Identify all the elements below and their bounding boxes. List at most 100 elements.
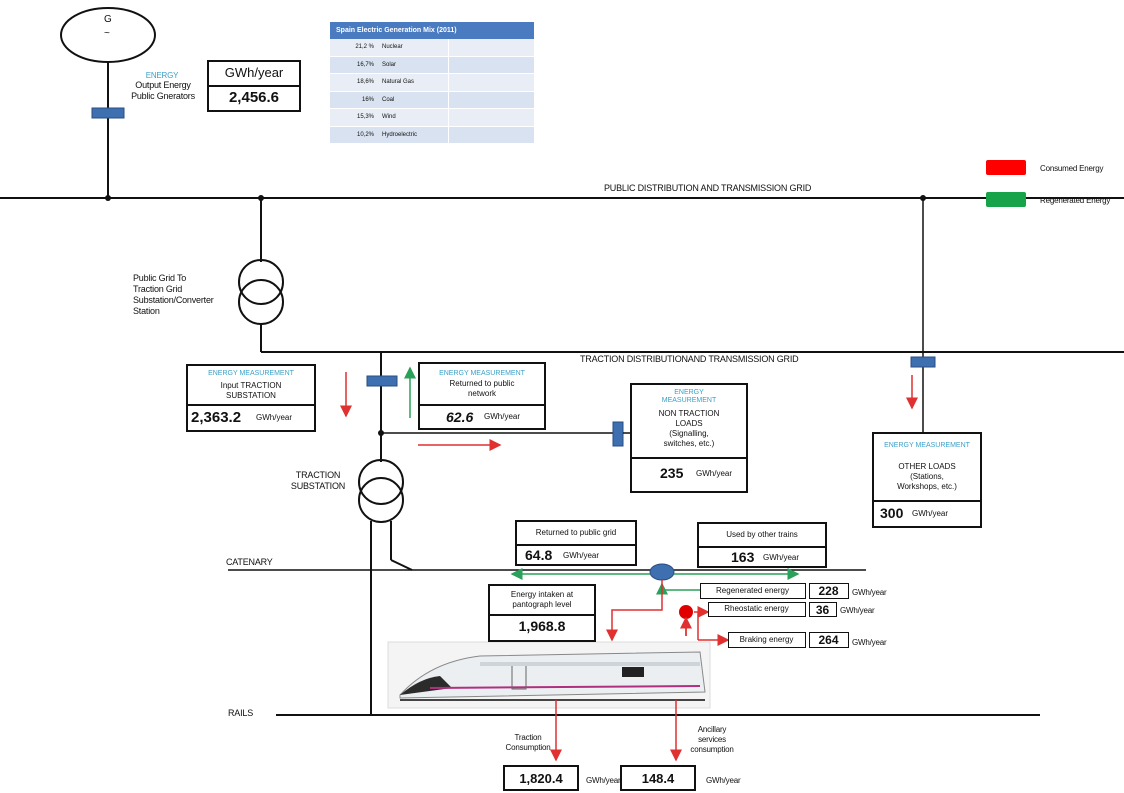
generator-line2: Public Gnerators bbox=[131, 91, 195, 101]
auxiliary-value: 148.4 bbox=[641, 771, 675, 786]
generation-mix-source: Wind bbox=[378, 108, 449, 127]
input-traction-line2: SUBSTATION bbox=[226, 391, 276, 400]
returned-network-tag: ENERGY MEASUREMENT bbox=[439, 370, 525, 377]
returned-grid-box: Returned to public grid 64.8 GWh/year bbox=[515, 520, 637, 566]
returned-grid-value: 64.8 bbox=[525, 547, 553, 563]
braking-value: 264 bbox=[818, 633, 839, 647]
legend-consumed-label: Consumed Energy bbox=[1040, 164, 1104, 173]
non-traction-line1: NON TRACTION bbox=[658, 409, 720, 418]
traction-consumption-box: 1,820.4 bbox=[503, 765, 579, 791]
converter-transformer-top bbox=[238, 259, 284, 305]
non-traction-line4: switches, etc.) bbox=[663, 439, 715, 448]
other-loads-value: 300 bbox=[880, 505, 904, 521]
returned-network-unit: GWh/year bbox=[484, 412, 521, 421]
rheostatic-value-box: 36 bbox=[809, 602, 837, 617]
generation-mix-empty bbox=[448, 39, 534, 57]
other-loads-tag: ENERGY MEASUREMENT bbox=[884, 442, 970, 449]
input-traction-line1: Input TRACTION bbox=[220, 381, 282, 390]
auxiliary-label: Ancillary services consumption bbox=[690, 725, 734, 754]
other-trains-value: 163 bbox=[731, 549, 755, 565]
generation-mix-pct: 18,6% bbox=[330, 73, 378, 92]
generation-mix-pct: 10,2% bbox=[330, 126, 378, 144]
braking-node bbox=[679, 605, 693, 619]
braking-unit: GWh/year bbox=[852, 638, 887, 647]
traction-transformer-bottom bbox=[358, 477, 404, 523]
generation-mix-row: 16%Coal bbox=[330, 91, 534, 109]
legend-consumed-swatch bbox=[986, 160, 1026, 175]
generation-mix-empty bbox=[448, 73, 534, 92]
traction-transformer-top bbox=[358, 459, 404, 505]
generation-mix-empty bbox=[448, 56, 534, 74]
non-traction-value: 235 bbox=[660, 465, 684, 481]
other-loads-unit: GWh/year bbox=[912, 509, 949, 518]
rheostatic-value: 36 bbox=[815, 603, 830, 617]
other-loads-line3: Workshops, etc.) bbox=[897, 482, 957, 491]
returned-grid-unit: GWh/year bbox=[563, 551, 600, 560]
returned-network-line2: network bbox=[467, 389, 496, 398]
generation-mix-table: Spain Electric Generation Mix (2011) 21,… bbox=[330, 22, 534, 144]
non-traction-box: ENERGY MEASUREMENT NON TRACTION LOADS (S… bbox=[630, 383, 748, 493]
non-traction-unit: GWh/year bbox=[696, 469, 733, 478]
regenerated-label: Regenerated energy bbox=[716, 586, 789, 595]
generation-mix-pct: 16% bbox=[330, 91, 378, 109]
regenerated-label-box: Regenerated energy bbox=[700, 583, 806, 599]
generator-symbol-sub: ~ bbox=[104, 28, 110, 39]
traction-substation-label: TRACTION SUBSTATION bbox=[290, 470, 346, 491]
generator-line1: Output Energy bbox=[135, 80, 191, 90]
returned-grid-title: Returned to public grid bbox=[535, 528, 617, 537]
generation-mix-pct: 15,3% bbox=[330, 108, 378, 127]
other-trains-unit: GWh/year bbox=[763, 553, 800, 562]
generation-mix-empty bbox=[448, 108, 534, 127]
input-traction-unit: GWh/year bbox=[256, 413, 293, 422]
non-traction-line3: (Signalling, bbox=[669, 429, 709, 438]
rheostatic-label: Rheostatic energy bbox=[724, 604, 789, 613]
auxiliary-unit: GWh/year bbox=[706, 776, 741, 785]
output-unit: GWh/year bbox=[224, 65, 284, 80]
generator-meter bbox=[91, 107, 125, 119]
braking-label: Braking energy bbox=[739, 635, 794, 644]
returned-network-box: ENERGY MEASUREMENT Returned to public ne… bbox=[418, 362, 546, 430]
traction-consumption-value: 1,820.4 bbox=[519, 771, 563, 786]
braking-label-box: Braking energy bbox=[728, 632, 806, 648]
legend-regenerated-label: Regenerated Energy bbox=[1040, 196, 1111, 205]
generation-mix-empty bbox=[448, 91, 534, 109]
generation-mix-empty bbox=[448, 126, 534, 144]
generation-mix-source: Coal bbox=[378, 91, 449, 109]
other-loads-line2: (Stations, bbox=[910, 472, 944, 481]
generation-mix-row: 15,3%Wind bbox=[330, 108, 534, 127]
non-traction-line2: LOADS bbox=[675, 419, 703, 428]
generation-mix-pct: 21,2 % bbox=[330, 39, 378, 57]
returned-network-line1: Returned to public bbox=[449, 379, 515, 388]
other-trains-box: Used by other trains 163 GWh/year bbox=[697, 522, 827, 568]
non-traction-tag1: ENERGY bbox=[674, 389, 704, 396]
pantograph-node bbox=[649, 563, 675, 581]
catenary-label: CATENARY bbox=[226, 557, 273, 567]
regenerated-value: 228 bbox=[818, 584, 839, 598]
converter-transformer-bottom bbox=[238, 279, 284, 325]
regenerated-unit: GWh/year bbox=[852, 588, 887, 597]
traction-grid-label: TRACTION DISTRIBUTIONAND TRANSMISSION GR… bbox=[580, 354, 799, 364]
generation-mix-pct: 16,7% bbox=[330, 56, 378, 74]
traction-consumption-unit: GWh/year bbox=[586, 776, 621, 785]
other-trains-title: Used by other trains bbox=[726, 530, 798, 539]
rheostatic-unit: GWh/year bbox=[840, 606, 875, 615]
generation-mix-source: Natural Gas bbox=[378, 73, 449, 92]
other-loads-box: ENERGY MEASUREMENT OTHER LOADS (Stations… bbox=[872, 432, 982, 528]
converter-station-label: Public Grid To Traction Grid Substation/… bbox=[133, 273, 214, 316]
substation-meter bbox=[366, 375, 398, 387]
non-traction-tag2: MEASUREMENT bbox=[661, 397, 717, 404]
non-traction-meter bbox=[612, 421, 624, 447]
generation-mix-row: 21,2 %Nuclear bbox=[330, 39, 534, 57]
input-traction-box: ENERGY MEASUREMENT Input TRACTION SUBSTA… bbox=[186, 364, 316, 432]
pantograph-box: Energy intaken at pantograph level 1,968… bbox=[488, 584, 596, 642]
pantograph-line2: pantograph level bbox=[512, 600, 572, 609]
returned-network-value: 62.6 bbox=[446, 409, 474, 425]
output-value: 2,456.6 bbox=[228, 89, 280, 106]
pantograph-line1: Energy intaken at bbox=[510, 590, 574, 599]
generation-mix-title: Spain Electric Generation Mix (2011) bbox=[330, 22, 534, 39]
rails-label: RAILS bbox=[228, 708, 254, 718]
generation-mix-row: 18,6%Natural Gas bbox=[330, 73, 534, 92]
generation-mix-row: 16,7%Solar bbox=[330, 56, 534, 74]
generation-mix-source: Solar bbox=[378, 56, 449, 74]
